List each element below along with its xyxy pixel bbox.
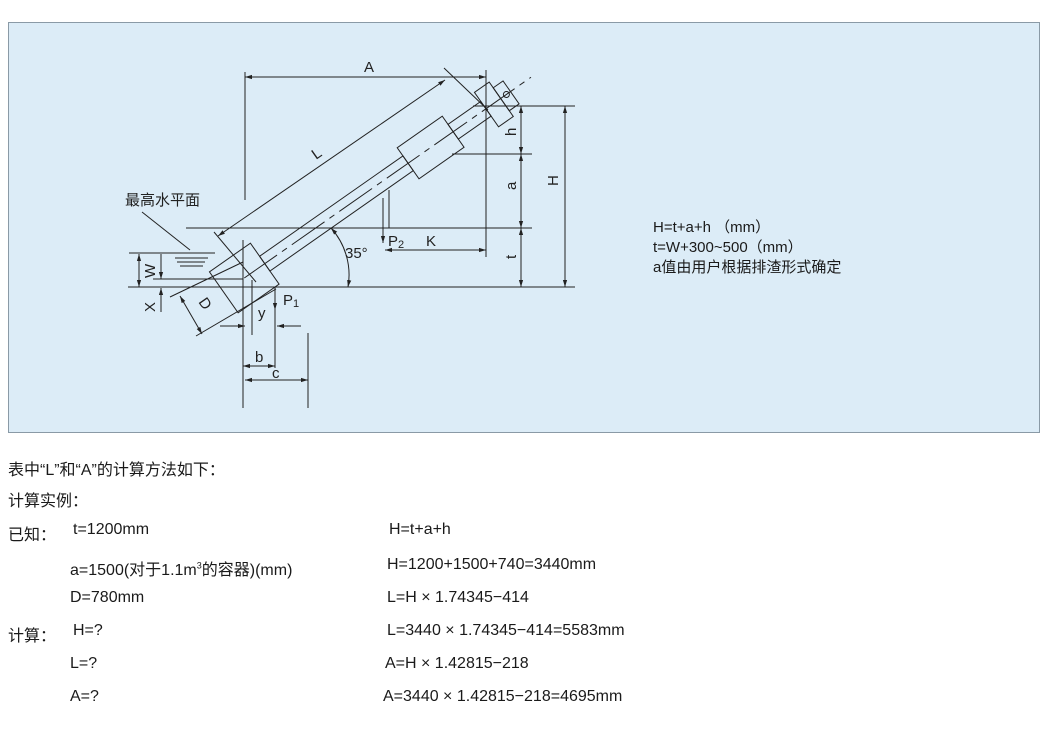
label-c: c <box>272 365 280 382</box>
label-P1: P1 <box>283 292 299 310</box>
known-D: D=780mm <box>70 589 145 606</box>
result-line: L=3440 × 1.74345−414=5583mm <box>387 622 625 639</box>
label-K: K <box>426 233 436 250</box>
label-X: X <box>142 302 159 312</box>
label-H: H <box>545 175 562 186</box>
label-t: t <box>503 254 520 259</box>
label-W: W <box>142 263 159 278</box>
label-h: h <box>503 128 520 136</box>
label-angle: 35° <box>345 245 368 262</box>
calc-H: H=? <box>73 622 103 639</box>
formula-t: t=W+300~500（mm） <box>653 239 803 256</box>
intro-text: 表中“L”和“A”的计算方法如下： <box>8 462 225 479</box>
label-P2: P2 <box>388 233 404 251</box>
result-line: A=3440 × 1.42815−218=4695mm <box>383 688 623 705</box>
label-y: y <box>258 305 266 322</box>
diagram-formulas: H=t+a+h （mm） t=W+300~500（mm） a值由用户根据排渣形式… <box>653 218 841 278</box>
result-line: H=t+a+h <box>389 521 451 538</box>
known-label: 已知： <box>8 527 57 544</box>
result-line: A=H × 1.42815−218 <box>385 655 529 672</box>
calc-A: A=? <box>70 688 99 705</box>
screw-conveyor-diagram: 最高水平面 A L h a H t K P2 35° W X D y P1 b … <box>125 59 575 408</box>
formula-H: H=t+a+h （mm） <box>653 219 771 236</box>
label-a: a <box>503 181 520 190</box>
label-D: D <box>195 295 215 314</box>
water-level-label: 最高水平面 <box>125 192 200 209</box>
known-a: a=1500(对于1.1m3的容器)(mm) <box>70 560 293 579</box>
label-A: A <box>364 59 374 76</box>
result-line: H=1200+1500+740=3440mm <box>387 556 597 573</box>
label-b: b <box>255 349 263 366</box>
calc-L: L=? <box>70 655 98 672</box>
example-heading: 计算实例： <box>8 493 89 510</box>
calc-label: 计算： <box>8 628 57 645</box>
result-line: L=H × 1.74345−414 <box>387 589 529 606</box>
known-t: t=1200mm <box>73 521 150 538</box>
label-L: L <box>309 145 326 164</box>
formula-a: a值由用户根据排渣形式确定 <box>653 259 842 276</box>
